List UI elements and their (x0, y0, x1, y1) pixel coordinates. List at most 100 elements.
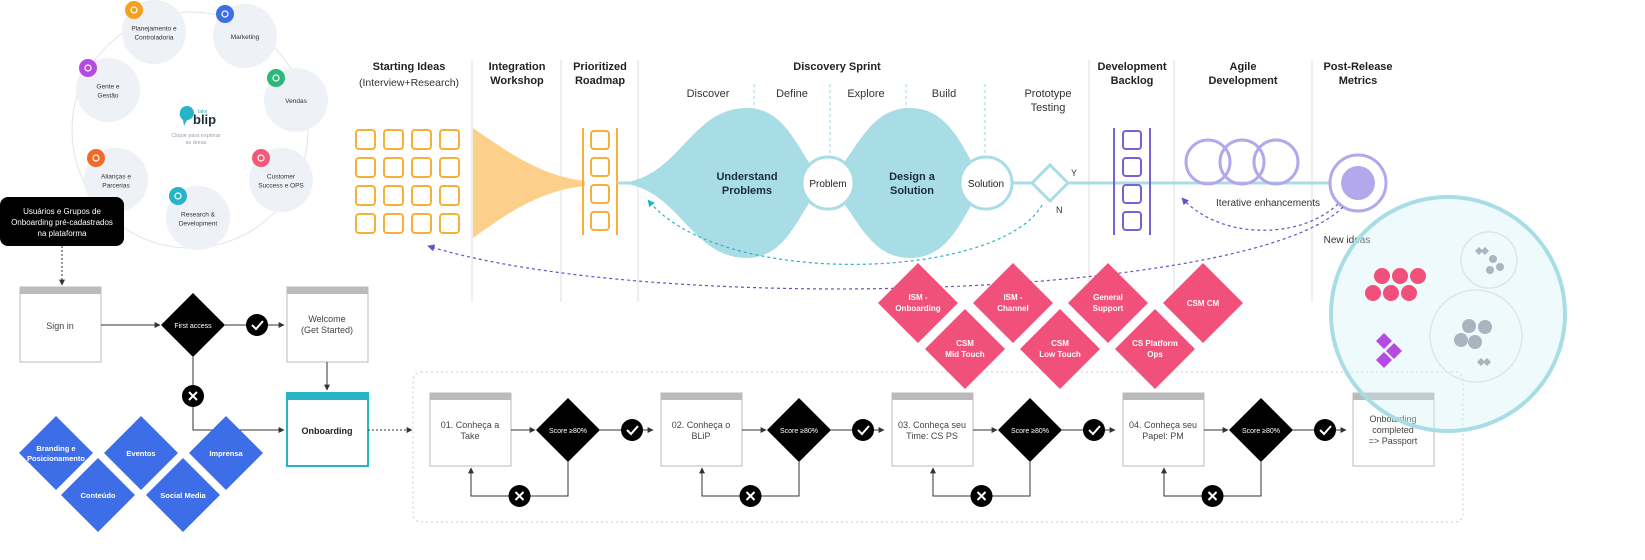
svg-text:Backlog: Backlog (1111, 75, 1154, 87)
idea-box (355, 213, 376, 234)
area-label: Planejamento e (131, 26, 177, 33)
tag-label: Channel (997, 304, 1029, 313)
team-tag[interactable]: CSM CM (1163, 263, 1243, 343)
area-1[interactable]: Marketing (213, 4, 277, 68)
roadmap (582, 128, 618, 235)
understand-problems-diamond (620, 108, 825, 258)
area-label: Gente e (96, 84, 120, 91)
svg-text:completed: completed (1372, 425, 1414, 435)
svg-text:Sign in: Sign in (46, 321, 74, 331)
team-tag[interactable]: ISM - Channel (973, 263, 1053, 343)
design-solution-diamond (825, 108, 986, 258)
score-decision: Score ≥80% (767, 398, 831, 462)
new-ideas-label: New ideas (1324, 235, 1371, 246)
category-label: Branding e (36, 444, 75, 453)
category-diamond[interactable]: Imprensa (189, 416, 263, 490)
phase-post-release-metrics: Post-Release Metrics (1323, 61, 1392, 87)
svg-text:Workshop: Workshop (490, 75, 544, 87)
sign-in-screen[interactable]: Sign in (19, 286, 102, 363)
category-diamond[interactable]: Social Media (146, 458, 220, 532)
svg-text:Usuários e Grupos de: Usuários e Grupos de (23, 207, 101, 216)
roadmap-item (590, 184, 610, 204)
check-icon (621, 419, 643, 441)
svg-text:=> Passport: => Passport (1369, 436, 1418, 446)
logo-text: blip (193, 112, 216, 127)
prototype-testing-label-2: Testing (1031, 102, 1066, 114)
onboarding-screen[interactable]: Onboarding (286, 392, 369, 467)
prototype-testing-label-1: Prototype (1024, 88, 1071, 100)
org-hint-1: Clique para explorar (171, 133, 221, 139)
score-decision: Score ≥80% (998, 398, 1062, 462)
clusters-bubble (1329, 195, 1567, 433)
area-label: Success e OPS (258, 183, 304, 190)
svg-text:Understand: Understand (716, 171, 777, 183)
prototype-decision: Y N (1029, 162, 1077, 215)
area-label: Alianças e (101, 174, 131, 181)
area-label: Parcerias (102, 183, 130, 190)
backlog-item (1122, 130, 1142, 150)
tag-label: ISM - (1003, 293, 1022, 302)
sprint-step-build: Build (932, 88, 956, 100)
area-label: Controladoria (134, 35, 173, 42)
idea-box (439, 129, 460, 150)
step-label: 04. Conheça seu (1129, 420, 1197, 430)
backlog-item (1122, 211, 1142, 231)
score-label: Score ≥80% (1242, 428, 1280, 435)
tag-label: CS Platform (1132, 339, 1178, 348)
tag-label: CSM (956, 339, 974, 348)
svg-text:Prioritized: Prioritized (573, 61, 627, 73)
score-decision: Score ≥80% (1229, 398, 1293, 462)
idea-box (439, 185, 460, 206)
area-5[interactable]: Alianças e Parcerias (84, 148, 148, 212)
score-label: Score ≥80% (1011, 428, 1049, 435)
first-access-decision: First access (161, 293, 225, 357)
welcome-screen[interactable]: Welcome (Get Started) (286, 286, 369, 363)
area-6[interactable]: Gente e Gestão (76, 58, 140, 122)
category-diamond[interactable]: Eventos (104, 416, 178, 490)
sprint-step-define: Define (776, 88, 808, 100)
team-tag[interactable]: CSM Mid Touch (925, 309, 1005, 389)
step-label: 02. Conheça o (672, 420, 731, 430)
phase-development-backlog: Development Backlog (1097, 61, 1166, 87)
sprint-step-discover: Discover (687, 88, 730, 100)
idea-box (355, 157, 376, 178)
step-label: Time: CS PS (906, 431, 958, 441)
backlog-item (1122, 184, 1142, 204)
roadmap-item (590, 211, 610, 231)
idea-box (411, 157, 432, 178)
idea-box (383, 129, 404, 150)
category-diamond[interactable]: Conteúdo (61, 458, 135, 532)
area-label: Customer (267, 174, 296, 181)
svg-text:Solution: Solution (968, 179, 1004, 190)
area-4[interactable]: Research &Development (166, 186, 230, 250)
svg-text:Starting Ideas: Starting Ideas (373, 61, 446, 73)
svg-text:Roadmap: Roadmap (575, 75, 625, 87)
svg-text:Y: Y (1071, 168, 1077, 178)
tag-label: Mid Touch (945, 350, 985, 359)
dollar-icon (125, 1, 143, 19)
tag-label: Low Touch (1039, 350, 1081, 359)
idea-box (439, 213, 460, 234)
svg-text:Problems: Problems (722, 185, 772, 197)
yes-check-icon (246, 314, 268, 336)
svg-text:Onboarding pré-cadastrados: Onboarding pré-cadastrados (11, 218, 113, 227)
team-tag[interactable]: ISM -Onboarding (878, 263, 958, 343)
sprint-step-explore: Explore (847, 88, 884, 100)
tag-label: Support (1093, 304, 1124, 313)
svg-text:Discovery Sprint: Discovery Sprint (793, 61, 881, 73)
tag-label: CSM CM (1187, 299, 1220, 308)
area-label: Gestão (98, 93, 119, 100)
area-0[interactable]: Planejamento e Controladoria (122, 0, 186, 64)
area-2[interactable]: Vendas (264, 68, 328, 132)
users-box: Usuários e Grupos de Onboarding pré-cada… (0, 197, 124, 246)
svg-text:Welcome: Welcome (308, 314, 345, 324)
